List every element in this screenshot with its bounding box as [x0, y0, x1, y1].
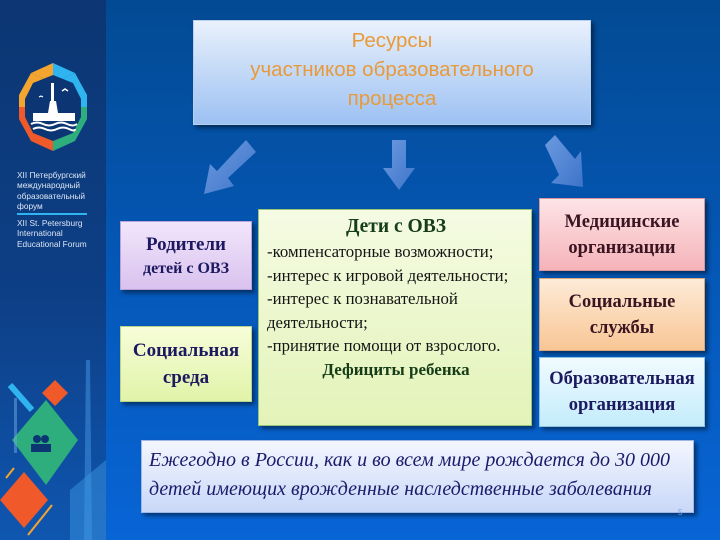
fact-line-1: Ежегодно в России, как и во всем мире ро… — [149, 449, 670, 471]
forum-logo-icon — [19, 63, 87, 151]
title-box: Ресурсы участников образовательного проц… — [193, 20, 591, 125]
medical-orgs-box: Медицинские организации — [539, 198, 705, 271]
children-box: Дети с ОВЗ -компенсаторные возможности; … — [258, 209, 532, 426]
forum-name-en-2: International — [17, 228, 63, 239]
edu-org-line-1: Образовательная — [549, 369, 695, 389]
children-heading: Дети с ОВЗ — [346, 216, 446, 237]
edu-org-line-2: организация — [568, 395, 676, 415]
parents-line-1: Родители — [145, 234, 227, 255]
parents-box: Родители детей с ОВЗ — [120, 221, 252, 290]
parents-line-2: детей с ОВЗ — [142, 260, 230, 277]
educational-org-box: Образовательная организация — [539, 357, 705, 427]
children-item: -компенсаторные возможности; — [267, 242, 494, 261]
social-services-line-1: Социальные — [568, 292, 676, 312]
forum-name-ru-2: международный — [17, 180, 81, 191]
social-env-line-1: Социальная — [132, 340, 240, 361]
title-line-1: Ресурсы — [351, 29, 433, 52]
forum-name: XII Петербургский международный образова… — [17, 170, 103, 249]
forum-sidebar: XII Петербургский международный образова… — [0, 0, 106, 540]
forum-divider — [17, 213, 87, 216]
children-item: деятельности; — [267, 312, 368, 332]
arrow-down-icon — [383, 140, 415, 190]
children-footer: Дефициты ребенка — [322, 359, 470, 379]
title-line-2: участников образовательного — [250, 58, 534, 81]
forum-name-en-1: XII St. Petersburg — [17, 218, 83, 229]
children-item: -интерес к игровой деятельности; — [267, 265, 509, 285]
title-line-3: процесса — [347, 87, 437, 110]
social-services-line-2: службы — [589, 318, 655, 338]
fact-line-2: детей имеющих врожденные наследственные … — [149, 478, 652, 500]
forum-name-ru-4: форум — [17, 200, 43, 211]
forum-name-ru-1: XII Петербургский — [17, 170, 86, 180]
social-env-line-2: среда — [162, 367, 210, 388]
fact-box: Ежегодно в России, как и во всем мире ро… — [141, 440, 694, 513]
forum-name-ru-3: образовательный — [17, 190, 85, 201]
social-services-box: Социальные службы — [539, 278, 705, 351]
forum-name-en-3: Educational Forum — [17, 238, 87, 249]
medical-line-1: Медицинские — [564, 212, 680, 232]
arrow-down-left-icon — [204, 140, 256, 194]
slide-number: 5 — [678, 508, 683, 517]
medical-line-2: организации — [568, 238, 676, 258]
children-item: -принятие помощи от взрослого. — [267, 336, 501, 355]
social-environment-box: Социальная среда — [120, 326, 252, 402]
children-item: -интерес к познавательной — [267, 289, 458, 308]
decorative-city-graphics-icon — [0, 360, 106, 540]
arrow-down-right-icon — [545, 135, 583, 187]
